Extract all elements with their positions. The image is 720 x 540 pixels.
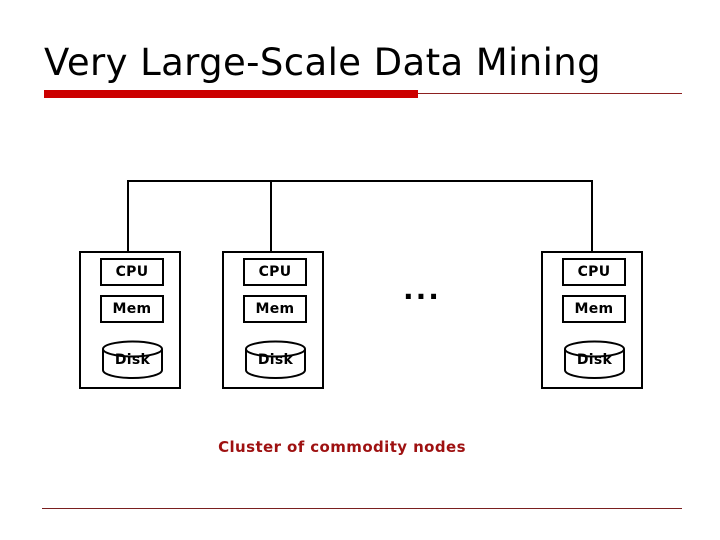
bus-drop-line-node-1 — [127, 180, 129, 252]
title-rule-accent — [44, 90, 418, 98]
cluster-node-1: CPU Mem Disk — [79, 251, 181, 389]
disk-label: Disk — [576, 352, 613, 368]
page-title: Very Large-Scale Data Mining — [44, 41, 602, 84]
mem-box: Mem — [100, 295, 164, 323]
ellipsis-indicator: ... — [403, 273, 441, 306]
disk-cylinder: Disk — [101, 340, 164, 379]
cpu-box: CPU — [562, 258, 626, 286]
disk-label: Disk — [114, 352, 151, 368]
cpu-box: CPU — [100, 258, 164, 286]
mem-box: Mem — [243, 295, 307, 323]
disk-cylinder: Disk — [563, 340, 626, 379]
disk-cylinder: Disk — [244, 340, 307, 379]
bus-drop-line-node-3 — [591, 180, 593, 252]
disk-label: Disk — [257, 352, 294, 368]
cpu-box: CPU — [243, 258, 307, 286]
mem-box: Mem — [562, 295, 626, 323]
footer-rule — [42, 508, 682, 509]
bus-horizontal-line — [127, 180, 593, 182]
cluster-node-2: CPU Mem Disk — [222, 251, 324, 389]
cluster-node-3: CPU Mem Disk — [541, 251, 643, 389]
bus-drop-line-node-2 — [270, 180, 272, 252]
diagram-caption: Cluster of commodity nodes — [218, 438, 466, 456]
